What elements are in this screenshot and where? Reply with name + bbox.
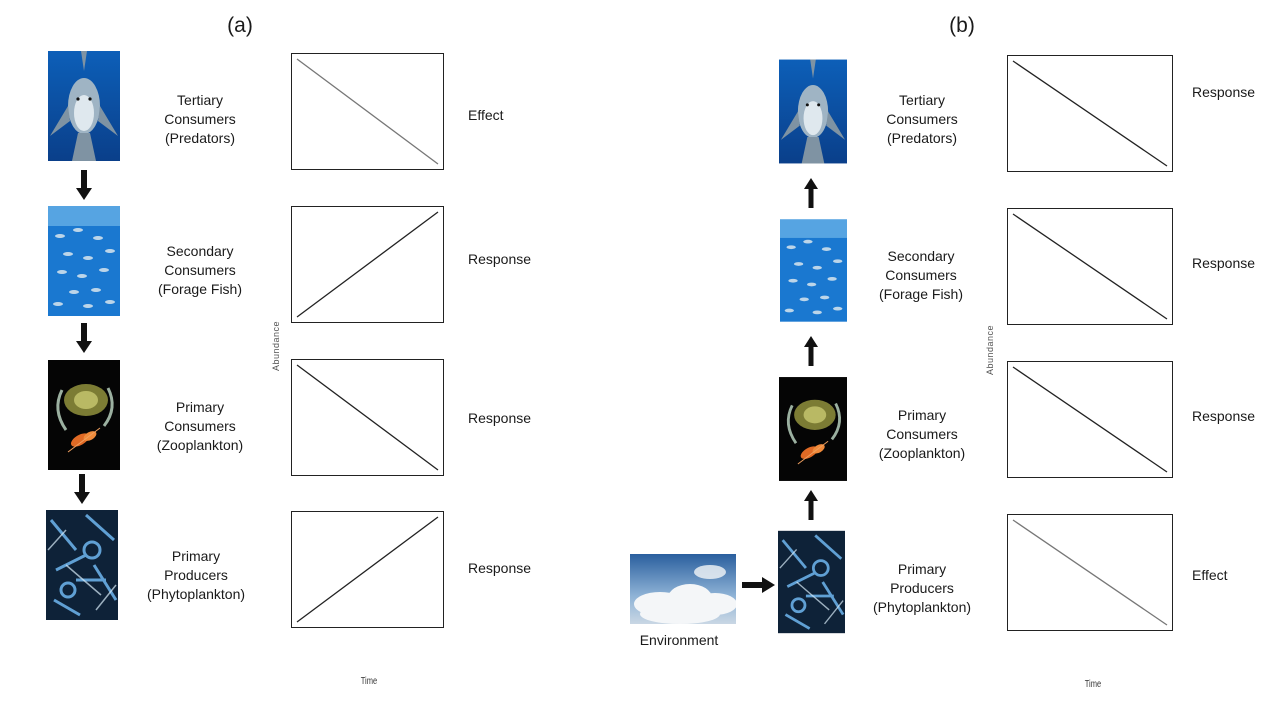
trend-plot xyxy=(291,359,444,476)
arrow-down-icon xyxy=(74,474,90,504)
trend-plot xyxy=(291,206,444,323)
shark-photo xyxy=(779,55,847,168)
trend-plot xyxy=(1007,361,1173,478)
arrow-up-icon xyxy=(804,178,818,208)
trend-line xyxy=(1012,213,1168,320)
response-label: Effect xyxy=(468,107,504,123)
trend-plot xyxy=(291,53,444,170)
trend-svg xyxy=(296,516,439,623)
response-label: Response xyxy=(1192,408,1256,424)
forage-fish-photo xyxy=(48,206,120,316)
trend-plot xyxy=(1007,55,1173,172)
trend-line xyxy=(296,58,439,165)
trend-svg xyxy=(296,364,439,471)
response-label: Response xyxy=(1192,84,1256,100)
arrow-up-icon xyxy=(804,490,818,520)
trend-svg xyxy=(1012,60,1168,167)
panel-a-title: (a) xyxy=(227,14,253,37)
trend-svg xyxy=(296,211,439,318)
trend-line xyxy=(1012,60,1168,167)
panel-b-title: (b) xyxy=(949,14,975,37)
response-label: Response xyxy=(468,410,532,426)
zooplankton-photo xyxy=(48,360,120,470)
x-axis-label: Time xyxy=(360,676,378,687)
phytoplankton-photo xyxy=(46,510,118,620)
trend-svg xyxy=(1012,366,1168,473)
forage-fish-photo xyxy=(780,214,847,327)
response-label: Response xyxy=(468,560,532,576)
response-label: Response xyxy=(1192,255,1256,271)
trend-line xyxy=(1012,366,1168,473)
trend-svg xyxy=(1012,213,1168,320)
arrow-down-icon xyxy=(76,170,92,200)
shark-photo xyxy=(48,51,120,161)
environment-label: Environment xyxy=(639,632,719,648)
trend-svg xyxy=(296,58,439,165)
x-axis-label: Time xyxy=(1084,679,1102,690)
trend-line xyxy=(296,211,439,318)
arrow-down-icon xyxy=(76,323,92,353)
trend-svg xyxy=(1012,519,1168,626)
response-label: Effect xyxy=(1192,567,1228,583)
trend-line xyxy=(1012,519,1168,626)
trend-line xyxy=(296,516,439,623)
clouds-photo xyxy=(630,554,736,624)
zooplankton-photo xyxy=(779,372,847,486)
trend-plot xyxy=(1007,208,1173,325)
y-axis-label: Abundance xyxy=(985,324,995,376)
arrow-up-icon xyxy=(804,336,818,366)
arrow-right-icon xyxy=(742,577,775,593)
y-axis-label: Abundance xyxy=(271,320,281,372)
trend-plot xyxy=(291,511,444,628)
trend-line xyxy=(296,364,439,471)
trend-plot xyxy=(1007,514,1173,631)
phytoplankton-photo xyxy=(778,525,845,639)
response-label: Response xyxy=(468,251,532,267)
